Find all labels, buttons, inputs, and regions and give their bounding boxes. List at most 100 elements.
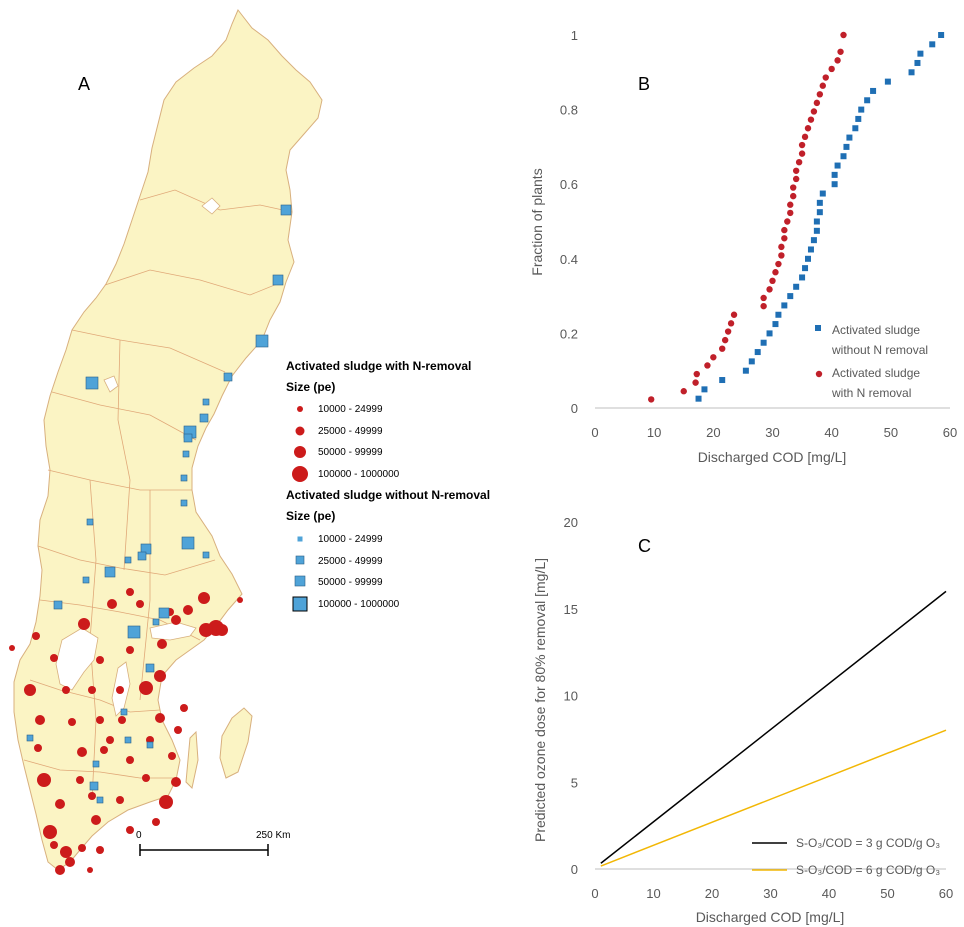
chart-b-point-with-n	[792, 167, 800, 174]
map-marker-with-n	[157, 639, 167, 649]
chart-b-point-without-n	[840, 153, 847, 160]
chart-b-point-without-n	[858, 106, 865, 113]
chart-b-x-tick: 30	[765, 425, 779, 440]
map-marker-with-n	[237, 597, 243, 603]
chart-b-point-with-n	[792, 175, 800, 183]
chart-b-point-without-n	[799, 274, 806, 281]
chart-b-points	[648, 31, 945, 403]
map-legend: Activated sludge with N-removal Size (pe…	[286, 359, 490, 612]
legend-with-item-4: 100000 - 1000000	[318, 469, 400, 480]
chart-c-y-label: Predicted ozone dose for 80% removal [mg…	[532, 558, 548, 842]
chart-b-point-without-n	[754, 349, 761, 356]
chart-b-x-tick: 20	[706, 425, 720, 440]
chart-b-point-without-n	[816, 209, 823, 216]
chart-b-legend: Activated sludge without N removal Activ…	[815, 323, 928, 400]
chart-b-point-with-n	[781, 235, 788, 242]
island-gotland	[219, 707, 253, 779]
chart-c-lines	[600, 590, 947, 867]
chart-b-y-label: Fraction of plants	[529, 168, 545, 275]
legend-without-symbol-4	[292, 596, 308, 612]
chart-b-y-tick: 0.8	[560, 103, 578, 118]
chart-b-point-without-n	[695, 395, 702, 402]
chart-b-point-without-n	[929, 41, 936, 48]
chart-c-x-tick: 60	[939, 886, 953, 901]
chart-b-point-without-n	[855, 115, 862, 122]
chart-b-legend-marker-1	[815, 325, 821, 331]
map-marker-with-n	[136, 600, 144, 608]
map-marker-with-n	[126, 756, 134, 764]
chart-b-point-with-n	[819, 82, 826, 89]
chart-b-point-with-n	[730, 311, 738, 318]
chart-b-point-with-n	[813, 99, 821, 107]
lake-vanern	[55, 627, 99, 691]
chart-b-point-without-n	[772, 321, 779, 328]
map-marker-with-n	[24, 684, 36, 696]
chart-b-point-with-n	[801, 133, 809, 141]
chart-c-y-tick: 0	[571, 862, 578, 877]
chart-b-y-tick: 0	[571, 401, 578, 416]
legend-with-item-1: 10000 - 24999	[318, 404, 383, 415]
chart-c-y-tick: 10	[564, 689, 578, 704]
chart-b-x-tick: 50	[884, 425, 898, 440]
chart-b-point-with-n	[807, 116, 815, 123]
chart-c-x-tick: 0	[591, 886, 598, 901]
county-borders	[23, 189, 293, 801]
chart-b-point-with-n	[822, 74, 829, 81]
map-marker-without-n	[53, 600, 63, 610]
chart-c-series-line-2	[600, 729, 947, 867]
map-marker-without-n	[180, 499, 188, 507]
map-marker-without-n	[183, 433, 193, 443]
map-marker-with-n	[96, 846, 104, 854]
map-marker-without-n	[120, 708, 128, 716]
panel-label-b: B	[638, 74, 650, 94]
legend-with-item-3: 50000 - 99999	[318, 447, 383, 458]
map-marker-with-n	[118, 716, 126, 724]
map-marker-with-n	[88, 686, 96, 694]
legend-with-title: Activated sludge with N-removal	[286, 359, 471, 373]
map-marker-with-n	[88, 792, 96, 800]
map-marker-without-n	[158, 607, 170, 619]
chart-b-point-with-n	[840, 31, 847, 39]
map-marker-with-n	[87, 867, 93, 873]
chart-b-point-with-n	[787, 201, 794, 208]
chart-b-point-without-n	[884, 78, 891, 85]
chart-b-x-label: Discharged COD [mg/L]	[698, 449, 847, 465]
legend-without-title: Activated sludge without N-removal	[286, 488, 490, 502]
map-marker-without-n	[104, 566, 116, 578]
chart-c-x-label: Discharged COD [mg/L]	[696, 909, 845, 925]
map-marker-with-n	[198, 592, 210, 604]
map-marker-with-n	[78, 844, 86, 852]
chart-b-legend-marker-2	[815, 370, 823, 378]
chart-b-point-without-n	[742, 367, 749, 374]
map-marker-with-n	[174, 726, 182, 734]
chart-b-point-with-n	[760, 294, 767, 302]
map-marker-with-n	[126, 588, 134, 596]
chart-b-point-without-n	[816, 199, 823, 206]
chart-b-point-without-n	[775, 311, 782, 318]
chart-b-legend-1-line-2: without N removal	[831, 343, 928, 357]
map-markers	[9, 204, 292, 875]
chart-b-point-without-n	[831, 181, 838, 188]
map-marker-without-n	[180, 474, 188, 482]
chart-b-point-with-n	[721, 336, 729, 344]
legend-without-item-1: 10000 - 24999	[318, 534, 383, 545]
chart-b-point-without-n	[807, 246, 814, 253]
chart-b-point-with-n	[781, 226, 788, 234]
map-marker-with-n	[37, 773, 51, 787]
legend-without-symbol-1	[297, 536, 303, 542]
chart-b-point-with-n	[790, 184, 797, 191]
chart-b-point-without-n	[810, 237, 817, 244]
chart-b-point-without-n	[914, 59, 921, 66]
panel-label-a: A	[78, 74, 90, 94]
legend-without-symbol-3	[294, 575, 306, 587]
chart-c-series-line-1	[600, 590, 947, 864]
map-marker-without-n	[82, 576, 90, 584]
map-marker-with-n	[159, 795, 173, 809]
map-marker-without-n	[137, 551, 147, 561]
chart-b-point-with-n	[804, 125, 812, 132]
chart-c-x-tick: 10	[646, 886, 660, 901]
chart-b-point-with-n	[760, 302, 767, 310]
